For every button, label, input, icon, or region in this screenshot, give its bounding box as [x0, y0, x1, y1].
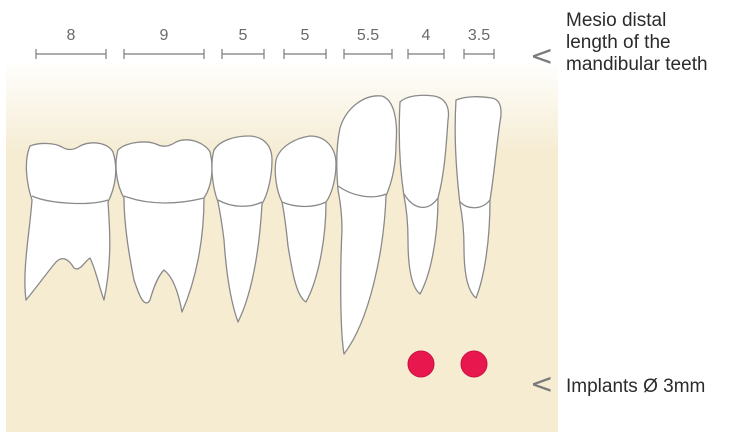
dimension-bracket [464, 49, 494, 59]
mesio-distal-label: Mesio distal length of the mandibular te… [566, 10, 708, 76]
dimension-bracket [124, 49, 204, 59]
measurement-label: 5 [301, 27, 310, 44]
measurement-label: 8 [67, 27, 76, 44]
measurement-label: 3.5 [468, 27, 490, 44]
dimension-bracket [284, 49, 326, 59]
measurement-label: 4 [422, 27, 431, 44]
measurement-label: 9 [160, 27, 169, 44]
dimension-bracket [36, 49, 106, 59]
measurement-label: 5 [239, 27, 248, 44]
mesio-distal-line-3: mandibular teeth [566, 54, 708, 76]
mesio-distal-line-2: length of the [566, 32, 708, 54]
measurement-scale [36, 49, 494, 59]
mesio-distal-pointer: < [530, 42, 553, 70]
measurement-label: 5.5 [357, 27, 379, 44]
dimension-bracket [408, 49, 444, 59]
dimension-bracket [344, 49, 392, 59]
implant-1 [408, 351, 434, 377]
dimension-bracket [222, 49, 264, 59]
mesio-distal-line-1: Mesio distal [566, 10, 708, 32]
implants-pointer: < [530, 370, 553, 398]
implants-label: Implants Ø 3mm [566, 376, 705, 398]
implant-2 [461, 351, 487, 377]
measurement-labels: 8 9 5 5 5.5 4 3.5 [67, 27, 491, 44]
